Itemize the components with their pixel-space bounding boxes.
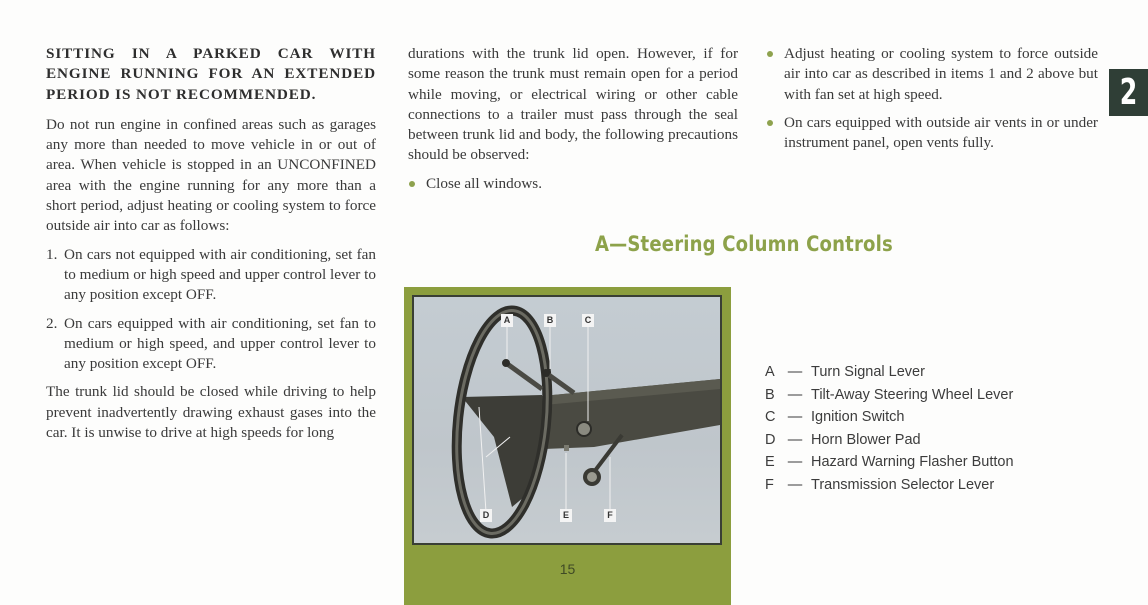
legend-dash: — bbox=[787, 364, 803, 380]
column-left: SITTING IN A PARKED CAR WITH ENGINE RUNN… bbox=[46, 44, 376, 451]
column-middle: durations with the trunk lid open. Howev… bbox=[408, 44, 738, 202]
bullet-item: Adjust heating or cooling system to forc… bbox=[766, 44, 1098, 105]
bullet-icon bbox=[767, 119, 773, 126]
steering-column-photo: A B C D E F bbox=[412, 295, 722, 545]
figure-label-e: E bbox=[560, 509, 572, 522]
legend-dash: — bbox=[787, 409, 803, 426]
numbered-item: 2. On cars equipped with air conditionin… bbox=[46, 314, 376, 375]
legend-label: Transmission Selector Lever bbox=[811, 476, 995, 493]
steering-wheel-illustration bbox=[451, 305, 720, 539]
bullet-text: Close all windows. bbox=[426, 174, 543, 192]
bullet-icon bbox=[409, 180, 415, 187]
continuation-paragraph: durations with the trunk lid open. Howev… bbox=[408, 45, 738, 164]
legend-dash: — bbox=[787, 386, 803, 403]
trunk-paragraph: The trunk lid should be closed while dri… bbox=[46, 383, 376, 442]
legend-key: A bbox=[765, 364, 775, 380]
intro-paragraph: Do not run engine in confined areas such… bbox=[46, 115, 376, 235]
chapter-badge: 2 bbox=[1109, 69, 1148, 116]
legend-key: E bbox=[765, 454, 775, 471]
page-number: 15 bbox=[559, 561, 576, 577]
figure-legend: A — Turn Signal Lever B — Tilt-Away Steering… bbox=[765, 361, 1014, 497]
item-text: On cars equipped with air conditioning, … bbox=[64, 314, 376, 373]
column-right: Adjust heating or cooling system to forc… bbox=[766, 44, 1098, 161]
legend-item: A — Turn Signal Lever bbox=[765, 361, 1014, 384]
legend-item: D — Horn Blower Pad bbox=[765, 429, 1014, 452]
bullet-item: Close all windows. bbox=[408, 174, 738, 194]
legend-label: Horn Blower Pad bbox=[811, 431, 921, 448]
bullet-icon bbox=[767, 51, 773, 57]
legend-item: F — Transmission Selector Lever bbox=[765, 474, 1014, 497]
legend-dash: — bbox=[787, 454, 803, 471]
numbered-item: 1. On cars not equipped with air conditi… bbox=[46, 245, 376, 306]
item-number: 1. bbox=[46, 245, 58, 263]
bullet-text: Adjust heating or cooling system to forc… bbox=[784, 45, 1098, 103]
section-heading: A—Steering Column Controls bbox=[595, 232, 893, 256]
bullet-text: On cars equipped with outside air vents … bbox=[784, 113, 1098, 152]
legend-label: Ignition Switch bbox=[811, 409, 905, 426]
legend-label: Hazard Warning Flasher Button bbox=[811, 454, 1014, 471]
item-number: 2. bbox=[46, 314, 58, 332]
bullet-item: On cars equipped with outside air vents … bbox=[766, 113, 1098, 154]
legend-key: F bbox=[765, 476, 774, 493]
legend-label: Tilt-Away Steering Wheel Lever bbox=[811, 386, 1014, 403]
legend-key: C bbox=[765, 409, 776, 426]
legend-key: D bbox=[765, 431, 776, 448]
legend-dash: — bbox=[787, 476, 803, 493]
legend-item: B — Tilt-Away Steering Wheel Lever bbox=[765, 384, 1014, 407]
figure-panel: A B C D E F 15 bbox=[404, 287, 731, 605]
warning-text: SITTING IN A PARKED CAR WITH ENGINE RUNN… bbox=[46, 45, 376, 103]
legend-item: E — Hazard Warning Flasher Button bbox=[765, 451, 1014, 474]
figure-label-c: C bbox=[582, 314, 594, 327]
figure-label-b: B bbox=[544, 314, 556, 327]
figure-label-d: D bbox=[480, 509, 492, 522]
legend-dash: — bbox=[787, 431, 803, 448]
legend-key: B bbox=[765, 386, 775, 403]
legend-label: Turn Signal Lever bbox=[811, 364, 925, 380]
legend-item: C — Ignition Switch bbox=[765, 406, 1014, 429]
figure-label-f: F bbox=[604, 509, 616, 522]
item-text: On cars not equipped with air conditioni… bbox=[64, 245, 376, 304]
figure-label-a: A bbox=[501, 314, 513, 327]
chapter-number: 2 bbox=[1120, 72, 1138, 113]
